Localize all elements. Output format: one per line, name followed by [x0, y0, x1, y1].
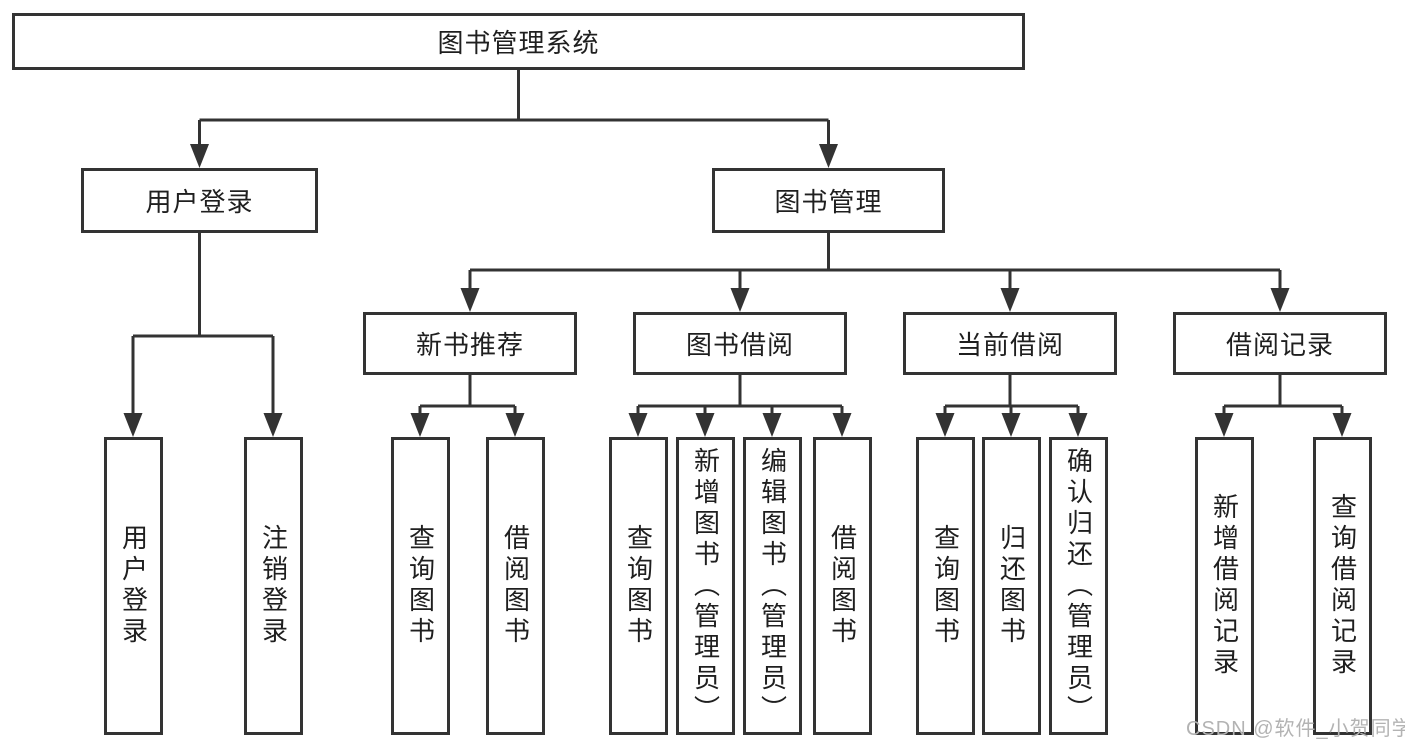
connector-current-borrow-to-leaves	[935, 375, 1088, 437]
node-borrow-records-label: 借阅记录	[1225, 330, 1334, 360]
leaf-user-login-label: 用户登录	[118, 524, 149, 648]
leaf-query-books-2: 查询图书	[609, 437, 668, 735]
node-new-book-recommend-label: 新书推荐	[415, 330, 524, 360]
node-new-book-recommend: 新书推荐	[363, 312, 577, 375]
connector-book-management-to-level2	[460, 233, 1290, 312]
leaf-query-books-3: 查询图书	[916, 437, 975, 735]
leaf-add-book-admin-label: 新增图书（管理员）	[690, 446, 721, 726]
leaf-query-books-2-label: 查询图书	[623, 524, 654, 648]
node-user-login-label: 用户登录	[145, 187, 254, 217]
connector-new-book-recommend-to-leaves	[410, 375, 525, 437]
node-book-borrow: 图书借阅	[633, 312, 847, 375]
node-user-login: 用户登录	[81, 168, 318, 233]
leaf-borrow-books-2: 借阅图书	[813, 437, 872, 735]
node-book-management: 图书管理	[712, 168, 945, 233]
node-current-borrow-label: 当前借阅	[955, 330, 1064, 360]
node-library-management-system: 图书管理系统	[12, 13, 1025, 70]
node-current-borrow: 当前借阅	[903, 312, 1117, 375]
leaf-borrow-books-1: 借阅图书	[486, 437, 545, 735]
node-book-management-label: 图书管理	[774, 187, 883, 217]
leaf-query-borrow-record-label: 查询借阅记录	[1327, 493, 1358, 679]
node-book-borrow-label: 图书借阅	[685, 330, 794, 360]
leaf-query-books-1: 查询图书	[391, 437, 450, 735]
leaf-return-book-label: 归还图书	[996, 524, 1027, 648]
leaf-edit-book-admin: 编辑图书（管理员）	[743, 437, 802, 735]
leaf-query-borrow-record: 查询借阅记录	[1313, 437, 1372, 735]
leaf-confirm-return-admin-label: 确认归还（管理员）	[1063, 446, 1094, 726]
leaf-borrow-books-1-label: 借阅图书	[500, 524, 531, 648]
leaf-return-book: 归还图书	[982, 437, 1041, 735]
leaf-add-book-admin: 新增图书（管理员）	[676, 437, 735, 735]
watermark: CSDN @软件_小贺同学	[1186, 718, 1405, 740]
leaf-add-borrow-record-label: 新增借阅记录	[1209, 493, 1240, 679]
leaf-query-books-3-label: 查询图书	[930, 524, 961, 648]
leaf-edit-book-admin-label: 编辑图书（管理员）	[757, 446, 788, 726]
connector-user-login-to-leaves	[123, 233, 283, 437]
leaf-query-books-1-label: 查询图书	[405, 524, 436, 648]
leaf-logout-label: 注销登录	[258, 524, 289, 648]
connector-book-borrow-to-leaves	[628, 375, 852, 437]
node-borrow-records: 借阅记录	[1173, 312, 1387, 375]
leaf-logout: 注销登录	[244, 437, 303, 735]
connector-borrow-records-to-leaves	[1214, 375, 1352, 437]
node-library-management-system-label: 图书管理系统	[437, 28, 600, 58]
connector-root-to-level1	[190, 70, 838, 168]
leaf-confirm-return-admin: 确认归还（管理员）	[1049, 437, 1108, 735]
leaf-user-login: 用户登录	[104, 437, 163, 735]
leaf-borrow-books-2-label: 借阅图书	[827, 524, 858, 648]
leaf-add-borrow-record: 新增借阅记录	[1195, 437, 1254, 735]
